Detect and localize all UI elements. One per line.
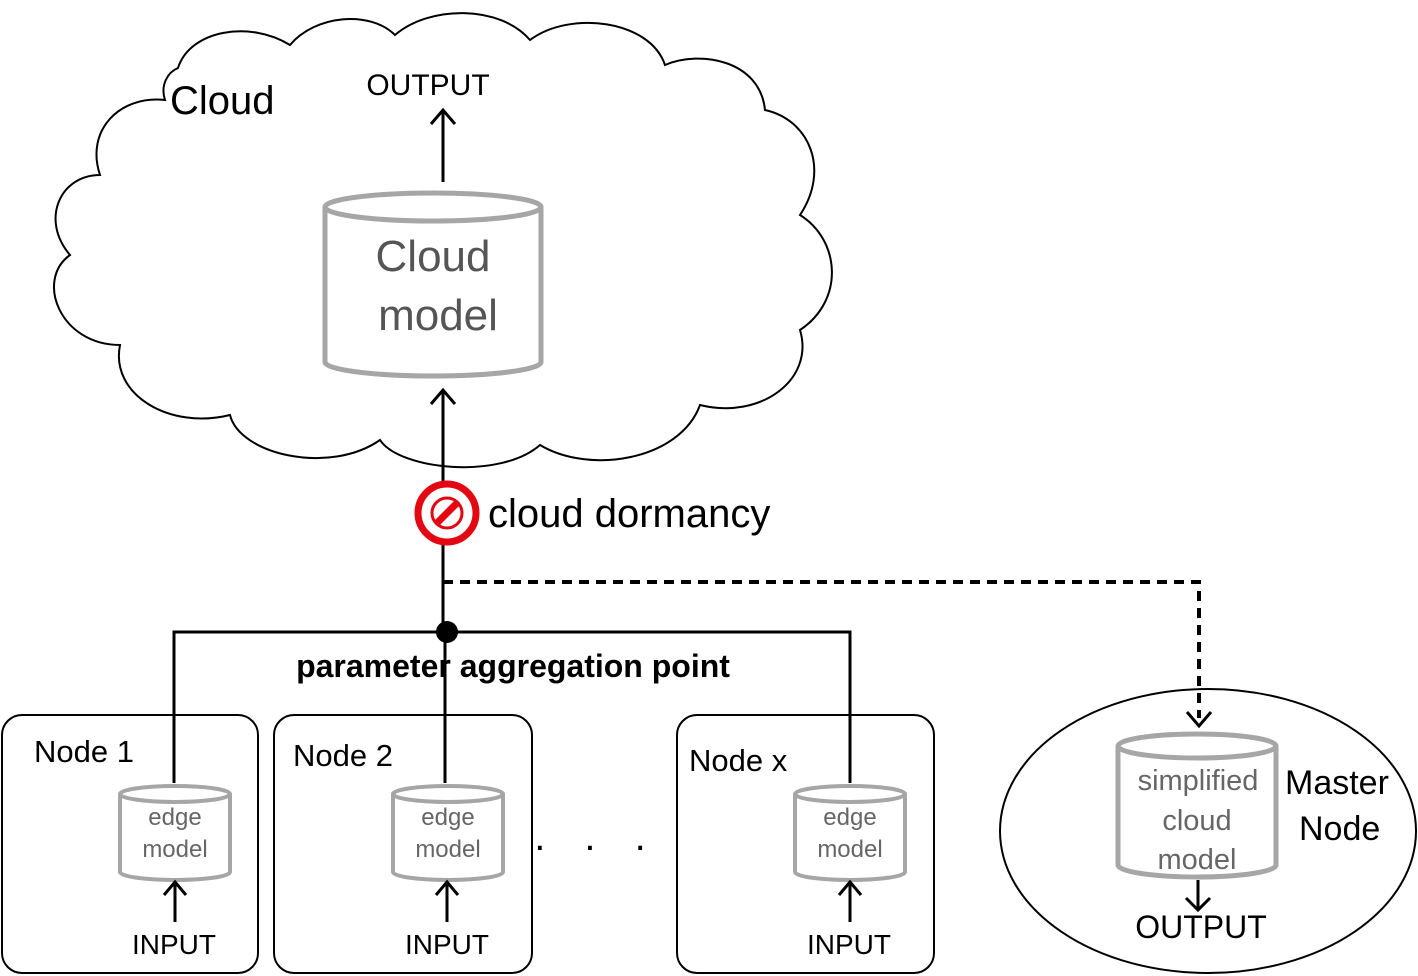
input-label: INPUT	[807, 929, 891, 960]
uplink-arrowhead	[429, 387, 457, 405]
node-x-label: Node x	[689, 743, 788, 778]
node-2: Node 2 edge model INPUT	[273, 714, 533, 974]
cloud-dormancy-label: cloud dormancy	[488, 492, 770, 536]
simplified-model-label-line2: cloud	[1162, 805, 1231, 837]
edge-model-label-line2: model	[415, 836, 480, 863]
edge-model-label-line2: model	[142, 836, 207, 863]
cloud-output-label: OUTPUT	[366, 69, 489, 102]
node-1-label: Node 1	[34, 734, 134, 769]
edge-model-cylinder: edge model	[118, 784, 232, 882]
cloud-label: Cloud	[170, 79, 275, 123]
node-2-label: Node 2	[293, 738, 393, 773]
input-arrowhead	[434, 879, 460, 896]
aggregation-label: parameter aggregation point	[296, 648, 730, 684]
node-1: Node 1 edge model INPUT	[1, 632, 259, 974]
edge-model-label-line1: edge	[148, 804, 201, 831]
edge-model-label-line2: model	[817, 836, 882, 863]
master-dashed-link	[443, 580, 1201, 718]
input-label: INPUT	[405, 929, 489, 960]
node-x: Node x edge model INPUT	[676, 714, 935, 974]
cloud-output-arrowhead	[429, 107, 457, 125]
ellipsis: . . .	[534, 815, 660, 859]
simplified-model-label-line1: simplified	[1138, 765, 1259, 797]
master-output-arrowhead	[1184, 896, 1212, 913]
input-arrowhead	[162, 879, 188, 896]
edge-model-label-line1: edge	[421, 804, 474, 831]
input-label: INPUT	[132, 929, 216, 960]
prohibited-icon	[414, 480, 480, 546]
master-dashed-arrowhead	[1185, 711, 1213, 729]
input-arrowhead	[837, 879, 863, 896]
edge-model-cylinder: edge model	[793, 784, 907, 882]
edge-model-cylinder: edge model	[391, 784, 505, 882]
master-node: simplified cloud model Master Node OUTPU…	[999, 688, 1417, 974]
simplified-model-cylinder: simplified cloud model	[1115, 731, 1279, 880]
cloud-model-label-line2: model	[378, 291, 498, 340]
master-node-label-line1: Master	[1285, 764, 1389, 802]
master-output-label: OUTPUT	[1135, 909, 1267, 945]
aggregation-point-dot	[436, 621, 458, 643]
cloud-model-label-line1: Cloud	[376, 232, 491, 281]
cloud-model-cylinder: Cloud model	[322, 190, 544, 379]
master-node-label-line2: Node	[1299, 810, 1380, 848]
edge-model-label-line1: edge	[823, 804, 876, 831]
simplified-model-label-line3: model	[1158, 844, 1237, 876]
